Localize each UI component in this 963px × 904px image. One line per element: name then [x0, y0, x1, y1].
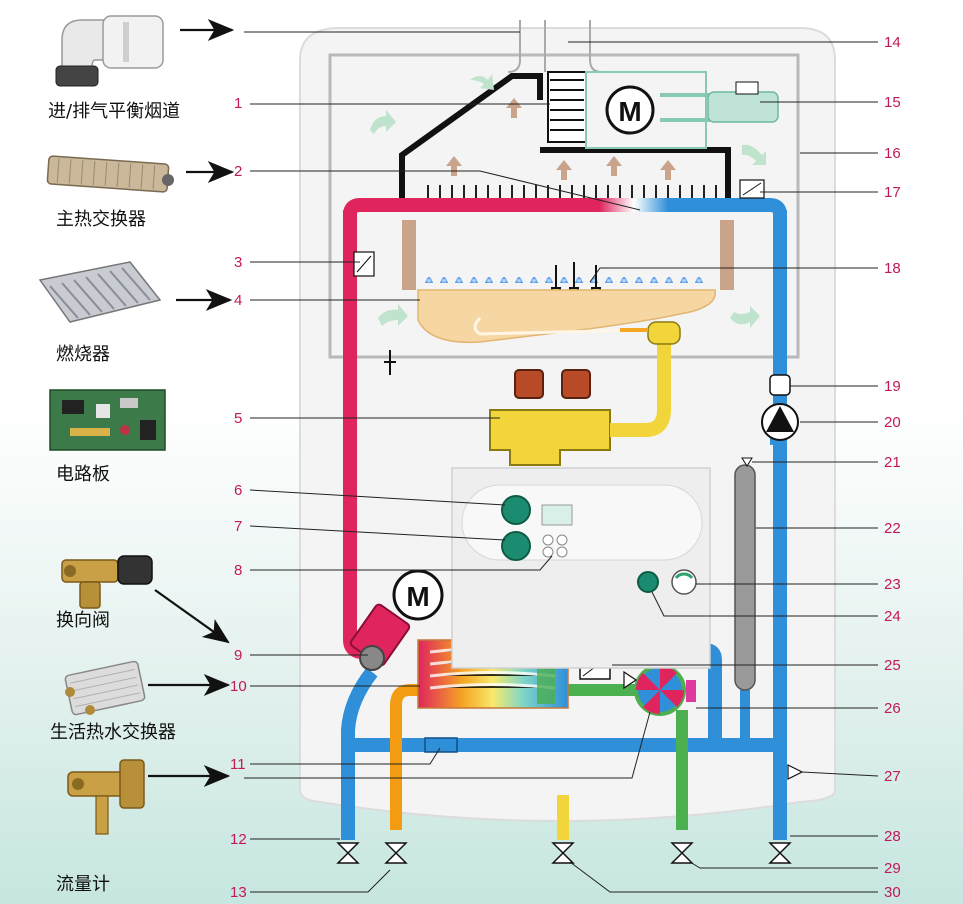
control-buttons[interactable] [542, 534, 568, 558]
callout-21: 21 [884, 454, 901, 471]
diverter-motor-symbol: M [406, 581, 429, 612]
callout-29: 29 [884, 860, 901, 877]
burner-body [417, 289, 717, 344]
leader-lines-right [568, 41, 879, 893]
callout-9: 9 [234, 647, 242, 664]
bypass-valve [424, 737, 458, 753]
isolation-valves [336, 842, 792, 864]
dhw-relief-valve [623, 670, 638, 690]
fan-motor [605, 85, 655, 135]
callout-12: 12 [230, 831, 247, 848]
flue-hood-right [540, 147, 731, 200]
callout-23: 23 [884, 576, 901, 593]
callout-4: 4 [234, 292, 242, 309]
flow-meter-icon [67, 759, 145, 835]
turbine-vanes [635, 665, 685, 715]
callout-11: 11 [230, 756, 246, 773]
burner-icon [38, 261, 162, 323]
pressure-lines [660, 93, 710, 122]
gas-feed-pipe [610, 340, 671, 437]
dhw-temperature-knob[interactable] [501, 531, 531, 561]
gas-valve-coil-1 [514, 369, 544, 399]
flue-inner-pipe [507, 20, 546, 73]
heating-temperature-knob[interactable] [501, 495, 531, 525]
callout-10: 10 [230, 678, 247, 695]
fan-housing [547, 71, 587, 143]
chamber-wall-left [402, 220, 416, 290]
flow-sensor-diagonal [742, 182, 762, 196]
plate-heat-exchanger-icon [64, 660, 146, 716]
label-diverter-valve: 换向阀 [56, 610, 110, 631]
automatic-air-vent [769, 374, 791, 396]
label-flue: 进/排气平衡烟道 [48, 101, 180, 122]
label-burner: 燃烧器 [56, 344, 110, 365]
callout-15: 15 [884, 94, 901, 111]
callout-1: 1 [234, 95, 242, 112]
callout-20: 20 [884, 414, 901, 431]
callout-26: 26 [884, 700, 901, 717]
flue-hood-left [399, 73, 543, 200]
label-plate-exchanger: 生活热水交换器 [50, 722, 176, 743]
lcd-display [541, 504, 573, 526]
gauge-scale [674, 572, 694, 580]
main-switch[interactable] [637, 571, 659, 593]
chamber-wall-right [720, 220, 734, 290]
diverter-motor [392, 569, 444, 621]
callout-27: 27 [884, 768, 901, 785]
safety-valve [787, 764, 804, 780]
expansion-vessel [734, 464, 756, 691]
arrow-diverter [154, 589, 230, 644]
gas-valve-coil-2 [561, 369, 591, 399]
gas-nozzle [647, 321, 681, 345]
callout-5: 5 [234, 410, 242, 427]
flow-sensor-magnet [686, 680, 696, 702]
expansion-vessel-valve [741, 457, 753, 467]
label-circuit-board: 电路板 [56, 464, 110, 485]
callout-7: 7 [234, 518, 242, 535]
dhw-outlet-pipe [390, 684, 425, 830]
callout-6: 6 [234, 482, 242, 499]
air-pressure-switch [707, 91, 779, 123]
main-heat-exchanger-icon [46, 155, 174, 193]
callout-3: 3 [234, 254, 242, 271]
diverter-valve-icon [61, 555, 153, 609]
flue-elbow-icon [55, 15, 164, 87]
callout-8: 8 [234, 562, 242, 579]
callout-19: 19 [884, 378, 901, 395]
callout-16: 16 [884, 145, 901, 162]
heating-return-inlet-pipe [341, 667, 378, 840]
callout-30: 30 [884, 884, 901, 901]
heat-exchanger-fins [427, 185, 717, 200]
diverter-valve-core [359, 645, 385, 671]
fan-motor-symbol: M [618, 96, 641, 127]
callout-13: 13 [230, 884, 247, 901]
flue-gas-arrows [446, 98, 676, 180]
circuit-board-icon [49, 389, 166, 451]
thermostat-diagonal [356, 255, 372, 273]
label-flow-meter: 流量计 [56, 874, 110, 895]
air-flow-arrows [370, 74, 766, 328]
callout-28: 28 [884, 828, 901, 845]
fan-blades [550, 79, 584, 131]
callout-14: 14 [884, 34, 901, 51]
callout-24: 24 [884, 608, 901, 625]
callout-17: 17 [884, 184, 901, 201]
hot-riser-pipe [343, 210, 362, 659]
burner-inner-line [473, 316, 641, 336]
pressure-switch-contact [735, 81, 759, 95]
label-main-heat-exchanger: 主热交换器 [56, 209, 146, 230]
callout-25: 25 [884, 657, 901, 674]
pump-symbol [766, 406, 794, 432]
burner-flames [425, 277, 703, 283]
air-pressure-tubes [585, 71, 707, 149]
gas-test-point [384, 350, 396, 375]
control-fascia [461, 484, 703, 561]
callout-22: 22 [884, 520, 901, 537]
combustion-chamber-frame [328, 53, 800, 359]
leader-lines-left [244, 31, 651, 893]
callout-2: 2 [234, 163, 242, 180]
callout-18: 18 [884, 260, 901, 277]
